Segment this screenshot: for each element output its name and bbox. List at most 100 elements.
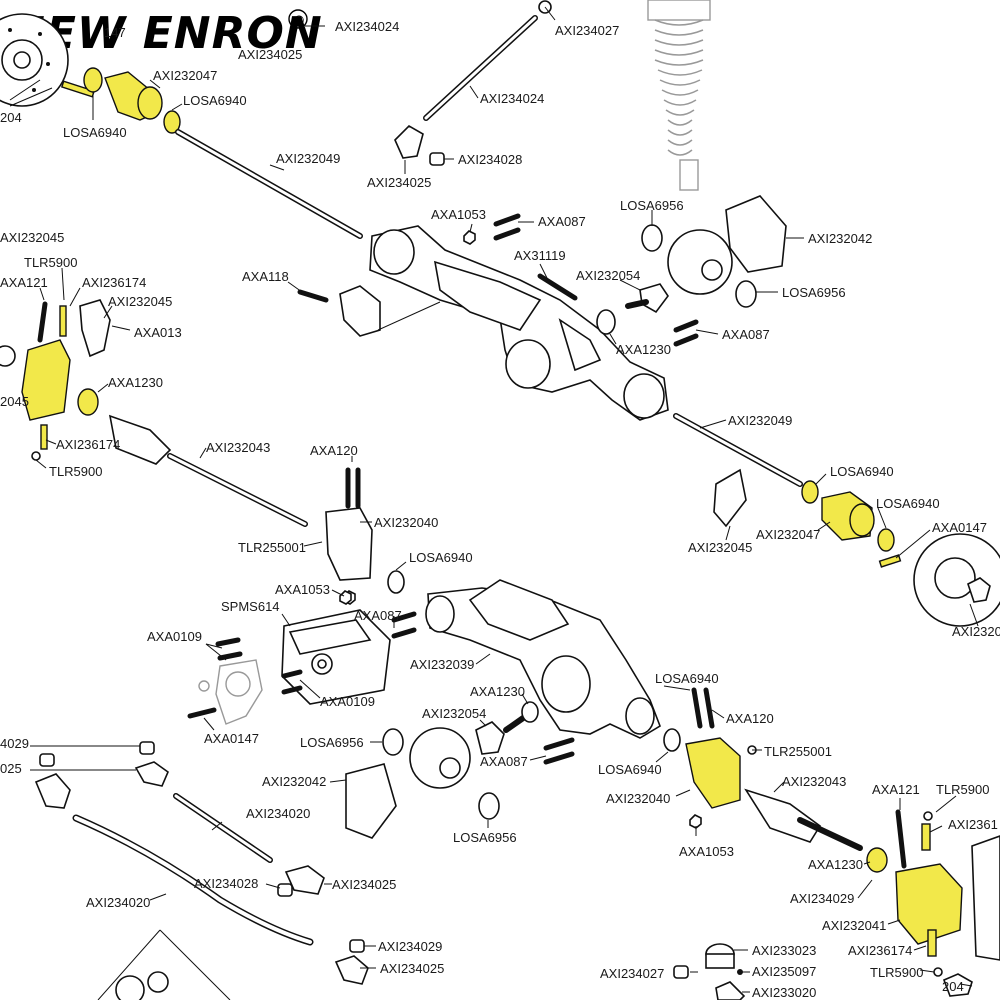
part-label: AXI234024 [335,19,399,34]
part-label: AXI234024 [480,91,544,106]
part-label: AXI234027 [555,23,619,38]
part-label: AXA1053 [275,582,330,597]
part-label: AXA1053 [431,207,486,222]
part-label: AXI232047 [153,68,217,83]
part-label: AXI236174 [56,437,120,452]
part-label: AXI232043 [782,774,846,789]
part-label: TLR255001 [238,540,306,555]
right-hub-assembly [801,480,1000,627]
part-label: LOSA6940 [876,496,940,511]
part-label: AXI232045 [688,540,752,555]
part-label: LOSA6940 [830,464,894,479]
part-label: AXI233020 [752,985,816,1000]
shock-absorber [647,0,711,191]
part-label: AXI232041 [822,918,886,933]
part-label: AXI232045 [108,294,172,309]
lower-right-knuckle [663,687,757,829]
part-label: LOSA6956 [782,285,846,300]
part-label: TLR5900 [49,464,102,479]
part-label: AXA0147 [204,731,259,746]
part-label: AXI233023 [752,943,816,958]
upper-driveshaft [175,129,363,239]
registered-icon [288,9,308,29]
rear-axle-housing [339,225,669,421]
part-label: AXI234020 [86,895,150,910]
front-driveshaft-lower [744,788,863,851]
part-label: AXA120 [726,711,774,726]
part-label: AXA1230 [616,342,671,357]
right-knuckle-middle [325,467,405,605]
part-label: AXI232045 [0,230,64,245]
bottom-center-parts [673,943,973,1000]
part-label: AXA1230 [108,375,163,390]
registered-mark: ® [293,14,306,29]
leader-lines [9,6,979,993]
part-label: AXI232042 [808,231,872,246]
part-label: AXI234028 [194,876,258,891]
part-label: AXA121 [872,782,920,797]
upper-screws [297,213,699,347]
part-label: AXI232054 [422,706,486,721]
part-label: 2045 [0,394,29,409]
part-label: LOSA6940 [183,93,247,108]
part-label: LOSA6956 [300,735,364,750]
part-label: AXI232043 [206,440,270,455]
part-label: 204 [942,979,964,994]
part-label: TLR5900 [936,782,989,797]
part-labels: AXI234024 AXI234025 AXI234027 AXI232047 … [0,19,1000,1000]
part-label: LOSA6956 [620,198,684,213]
part-label: AXI234025 [380,961,444,976]
part-label: TLR5900 [870,965,923,980]
part-label: AXI232047 [756,527,820,542]
part-label: 4029 [0,736,29,751]
part-label: AXA0109 [320,694,375,709]
part-label: 025 [0,761,22,776]
part-label: AXI232042 [262,774,326,789]
part-label: AXA087 [354,608,402,623]
part-label: AXI234025 [238,47,302,62]
part-label: AX31119 [514,248,566,263]
right-upper-driveshaft [673,413,803,528]
part-label: 204 [0,110,22,125]
part-label: AXA1230 [808,857,863,872]
part-label: AXI234028 [458,152,522,167]
part-label: LOSA6940 [655,671,719,686]
servo-assembly [281,590,417,705]
part-label: TLR5900 [24,255,77,270]
part-label: AXI234029 [378,939,442,954]
part-label: AXA0109 [147,629,202,644]
part-label: AXA087 [722,327,770,342]
lower-diff-parts [345,701,575,839]
part-label: 147 [104,25,126,40]
part-label: AXI236174 [82,275,146,290]
part-label: AXI232039 [410,657,474,672]
part-label: AXI234025 [367,175,431,190]
part-label: AXI232049 [276,151,340,166]
part-label: AXI235097 [752,964,816,979]
part-label: AXI234029 [790,891,854,906]
part-label: AXA1053 [679,844,734,859]
servo-horn [187,637,303,725]
part-label: AXI236174 [848,943,912,958]
upper-link-rod [394,0,552,166]
lower-steering-links [34,741,369,1000]
part-label: AXI232054 [576,268,640,283]
part-label: AXA118 [242,269,289,284]
part-label: TLR255001 [764,744,832,759]
bottom-right-knuckle [866,809,1000,977]
front-axle-housing [425,579,661,739]
part-label: SPMS614 [221,599,280,614]
part-label: AXI2361 [948,817,998,832]
front-driveshaft-upper [108,414,308,527]
part-label: AXI234025 [332,877,396,892]
part-label: AXA087 [538,214,586,229]
part-label: AXI232040 [374,515,438,530]
part-label: LOSA6940 [598,762,662,777]
part-label: AXA1230 [470,684,525,699]
left-steering-knuckle [0,299,111,461]
part-label: AXA0147 [932,520,987,535]
part-label: LOSA6940 [409,550,473,565]
part-label: AXI234020 [246,806,310,821]
